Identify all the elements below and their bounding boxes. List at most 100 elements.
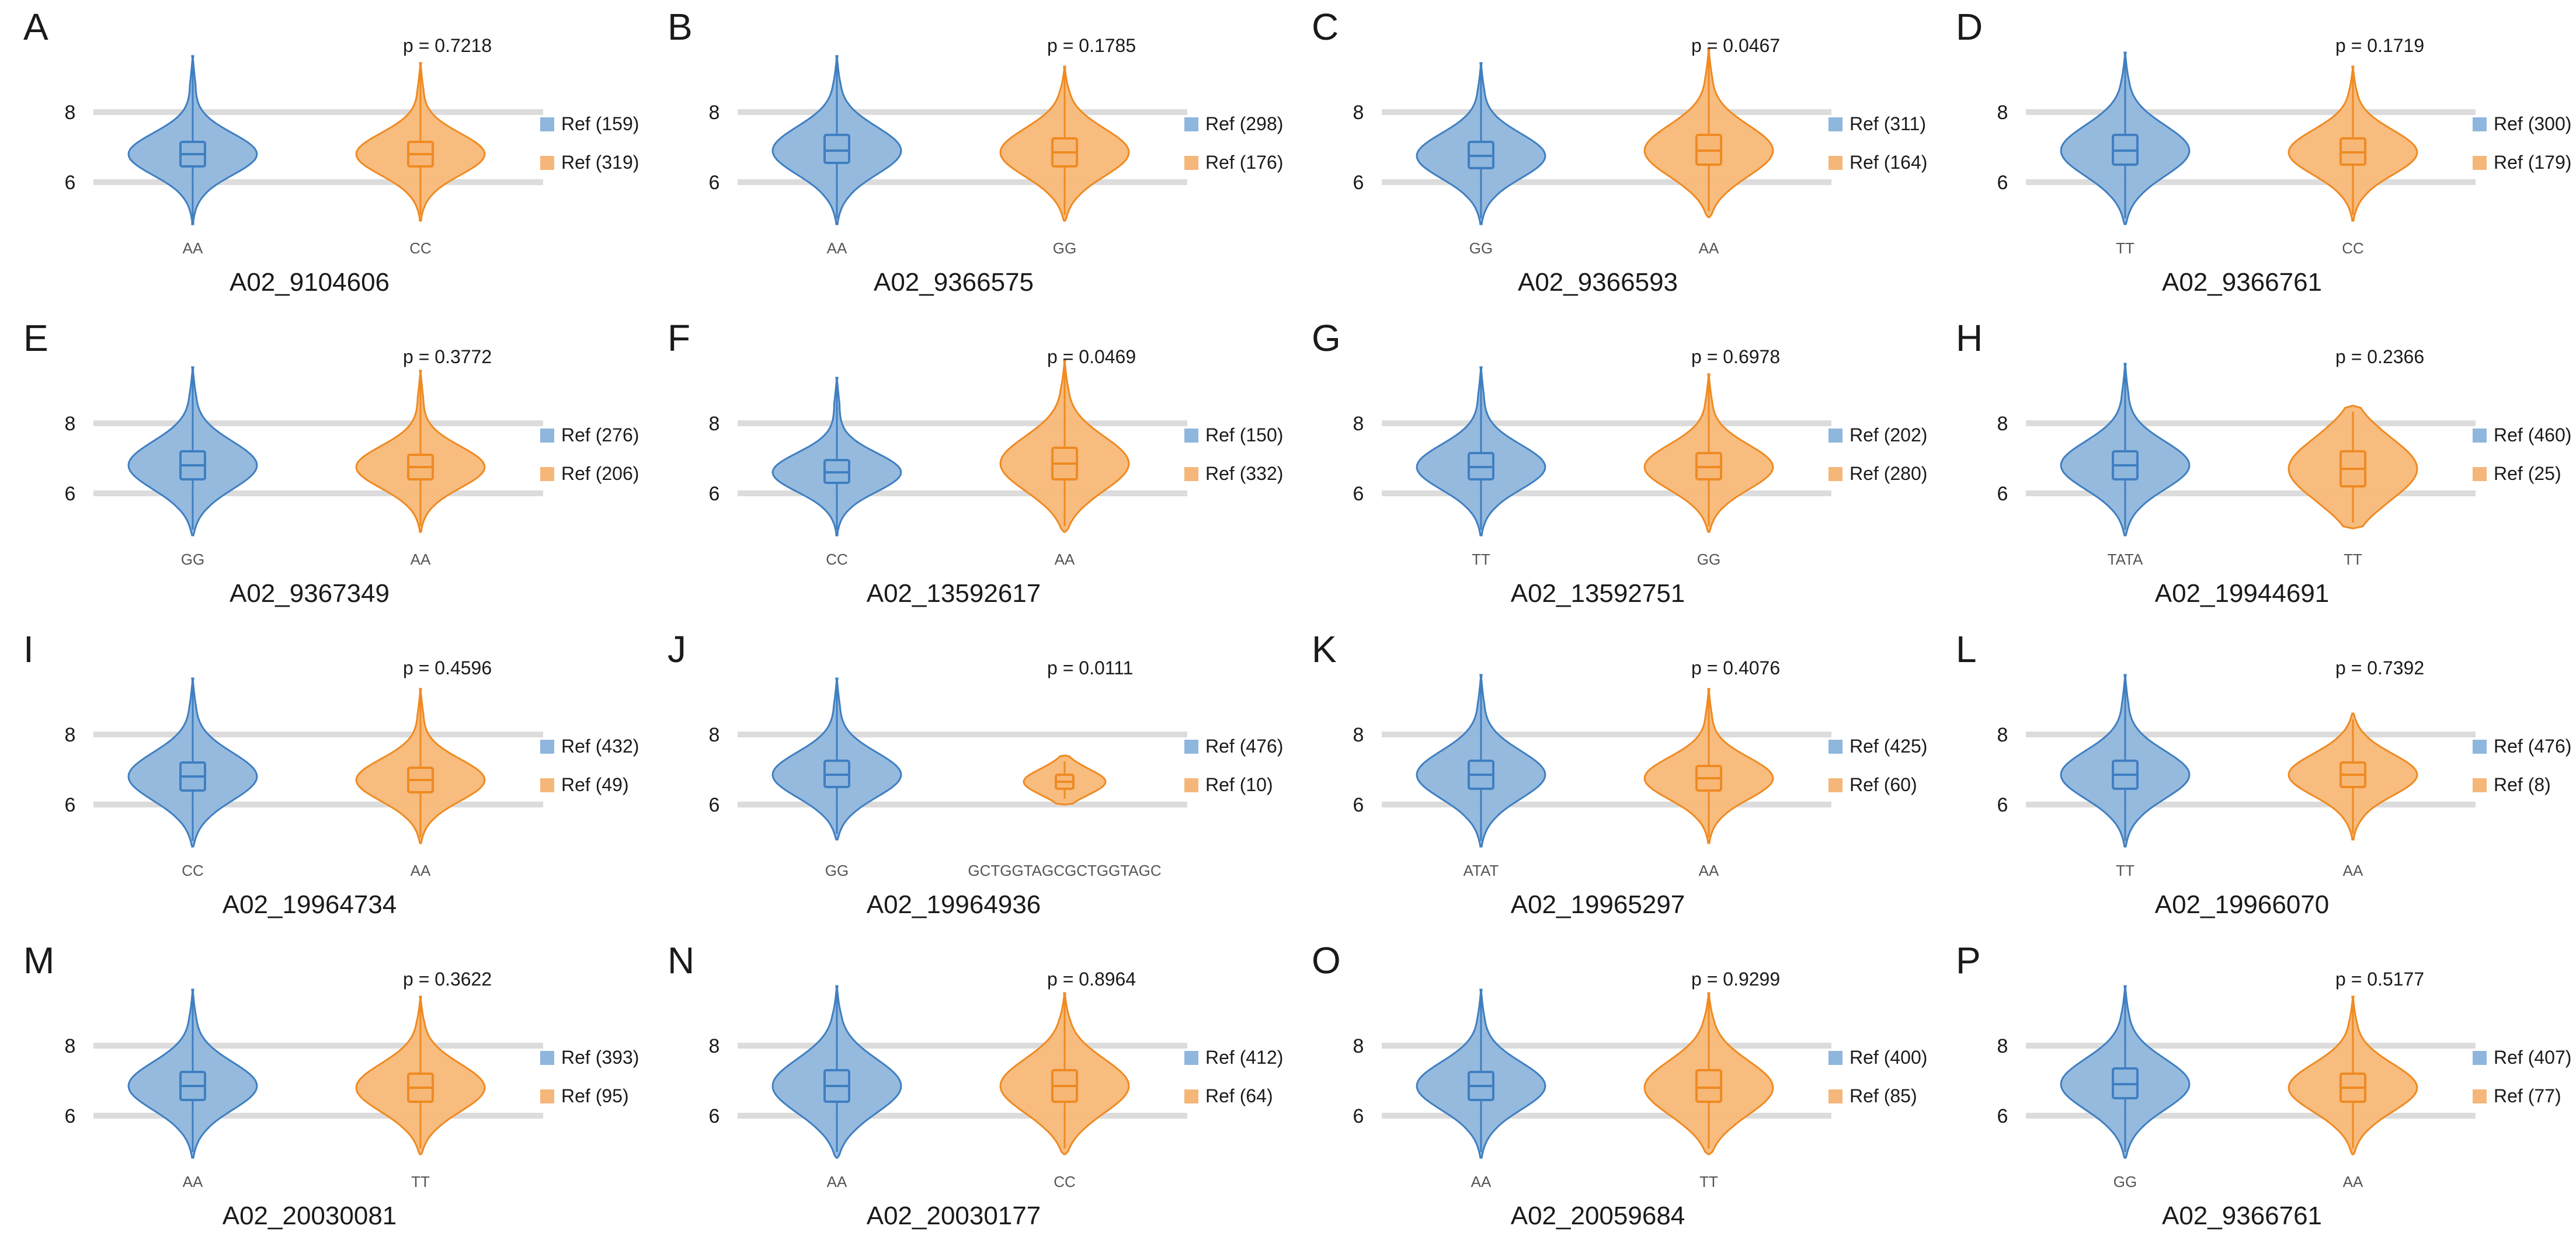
legend-swatch-orange xyxy=(2473,1089,2487,1103)
legend-swatch-blue xyxy=(1828,740,1843,754)
category-label: GG xyxy=(825,862,849,879)
legend-swatch-blue xyxy=(1828,1051,1843,1065)
category-label: AA xyxy=(411,551,431,568)
legend-label: Ref (319) xyxy=(561,152,639,173)
legend-label: Ref (476) xyxy=(1205,736,1284,757)
legend-label: Ref (10) xyxy=(1205,774,1273,795)
category-label: AA xyxy=(1055,551,1075,568)
y-tick-label: 8 xyxy=(1997,1035,2008,1057)
category-label: GCTGGTAGCGCTGGTAGC xyxy=(968,862,1161,879)
legend-swatch-orange xyxy=(1828,1089,1843,1103)
y-tick-label: 6 xyxy=(65,1105,76,1127)
category-label: AA xyxy=(1699,862,1719,879)
chart-title: A02_13592751 xyxy=(1510,579,1685,608)
p-value: p = 0.4076 xyxy=(1691,657,1781,678)
legend-swatch-orange xyxy=(2473,778,2487,792)
legend-swatch-orange xyxy=(540,156,554,170)
legend-swatch-orange xyxy=(2473,156,2487,170)
category-label: GG xyxy=(181,551,204,568)
chart-title: A02_9366575 xyxy=(873,268,1034,297)
legend-label: Ref (64) xyxy=(1205,1085,1273,1106)
legend-swatch-orange xyxy=(1828,156,1843,170)
panel-letter: L xyxy=(1956,628,1977,670)
category-label: GG xyxy=(1697,551,1720,568)
legend-label: Ref (476) xyxy=(2494,736,2572,757)
legend-swatch-blue xyxy=(1184,1051,1198,1065)
panel-letter: E xyxy=(23,317,48,359)
legend-swatch-orange xyxy=(1184,156,1198,170)
y-tick-label: 8 xyxy=(1997,102,2008,124)
chart-title: A02_19966070 xyxy=(2154,890,2330,919)
legend-label: Ref (77) xyxy=(2494,1085,2561,1106)
chart-title: A02_9366761 xyxy=(2161,1202,2323,1230)
p-value: p = 0.1785 xyxy=(1047,35,1136,56)
p-value: p = 0.0111 xyxy=(1047,657,1134,678)
y-tick-label: 6 xyxy=(65,172,76,194)
y-tick-label: 6 xyxy=(709,483,720,505)
y-tick-label: 8 xyxy=(65,413,76,435)
category-label: TT xyxy=(1699,1173,1718,1190)
category-label: TT xyxy=(2116,862,2135,879)
panel-letter: H xyxy=(1956,317,1983,359)
y-tick-label: 8 xyxy=(1353,102,1364,124)
category-label: CC xyxy=(826,551,848,568)
panel-letter: O xyxy=(1312,939,1341,981)
y-tick-label: 6 xyxy=(709,172,720,194)
legend-label: Ref (164) xyxy=(1850,152,1928,173)
category-label: CC xyxy=(409,239,432,257)
category-label: TATA xyxy=(2108,551,2143,568)
y-tick-label: 8 xyxy=(65,724,76,746)
category-label: AA xyxy=(2343,862,2363,879)
legend-swatch-blue xyxy=(540,740,554,754)
chart-title: A02_20030177 xyxy=(866,1202,1041,1230)
legend-swatch-orange xyxy=(1184,467,1198,481)
legend-label: Ref (206) xyxy=(561,463,639,484)
category-label: AA xyxy=(1471,1173,1492,1190)
legend-label: Ref (432) xyxy=(561,736,639,757)
chart-title: A02_20030081 xyxy=(222,1202,397,1230)
p-value: p = 0.6978 xyxy=(1691,346,1781,367)
category-label: TT xyxy=(411,1173,430,1190)
category-label: AA xyxy=(827,1173,847,1190)
panel-letter: N xyxy=(668,939,695,981)
panel-letter: I xyxy=(23,628,34,670)
legend-swatch-orange xyxy=(2473,467,2487,481)
p-value: p = 0.9299 xyxy=(1691,969,1781,990)
p-value: p = 0.4596 xyxy=(403,657,492,678)
category-label: GG xyxy=(1469,239,1493,257)
legend-swatch-blue xyxy=(540,429,554,443)
y-tick-label: 8 xyxy=(65,1035,76,1057)
category-label: AA xyxy=(411,862,431,879)
y-tick-label: 8 xyxy=(1997,413,2008,435)
y-tick-label: 6 xyxy=(1353,483,1364,505)
legend-label: Ref (150) xyxy=(1205,424,1284,445)
p-value: p = 0.8964 xyxy=(1047,969,1136,990)
legend-label: Ref (393) xyxy=(561,1047,639,1068)
y-tick-label: 6 xyxy=(1997,1105,2008,1127)
legend-swatch-blue xyxy=(1828,429,1843,443)
legend-swatch-blue xyxy=(2473,740,2487,754)
chart-title: A02_19944691 xyxy=(2154,579,2330,608)
category-label: AA xyxy=(183,1173,203,1190)
legend-label: Ref (412) xyxy=(1205,1047,1284,1068)
y-tick-label: 6 xyxy=(65,483,76,505)
legend-swatch-blue xyxy=(2473,429,2487,443)
category-label: AA xyxy=(183,239,203,257)
y-tick-label: 6 xyxy=(1997,172,2008,194)
panel-letter: M xyxy=(23,939,55,981)
